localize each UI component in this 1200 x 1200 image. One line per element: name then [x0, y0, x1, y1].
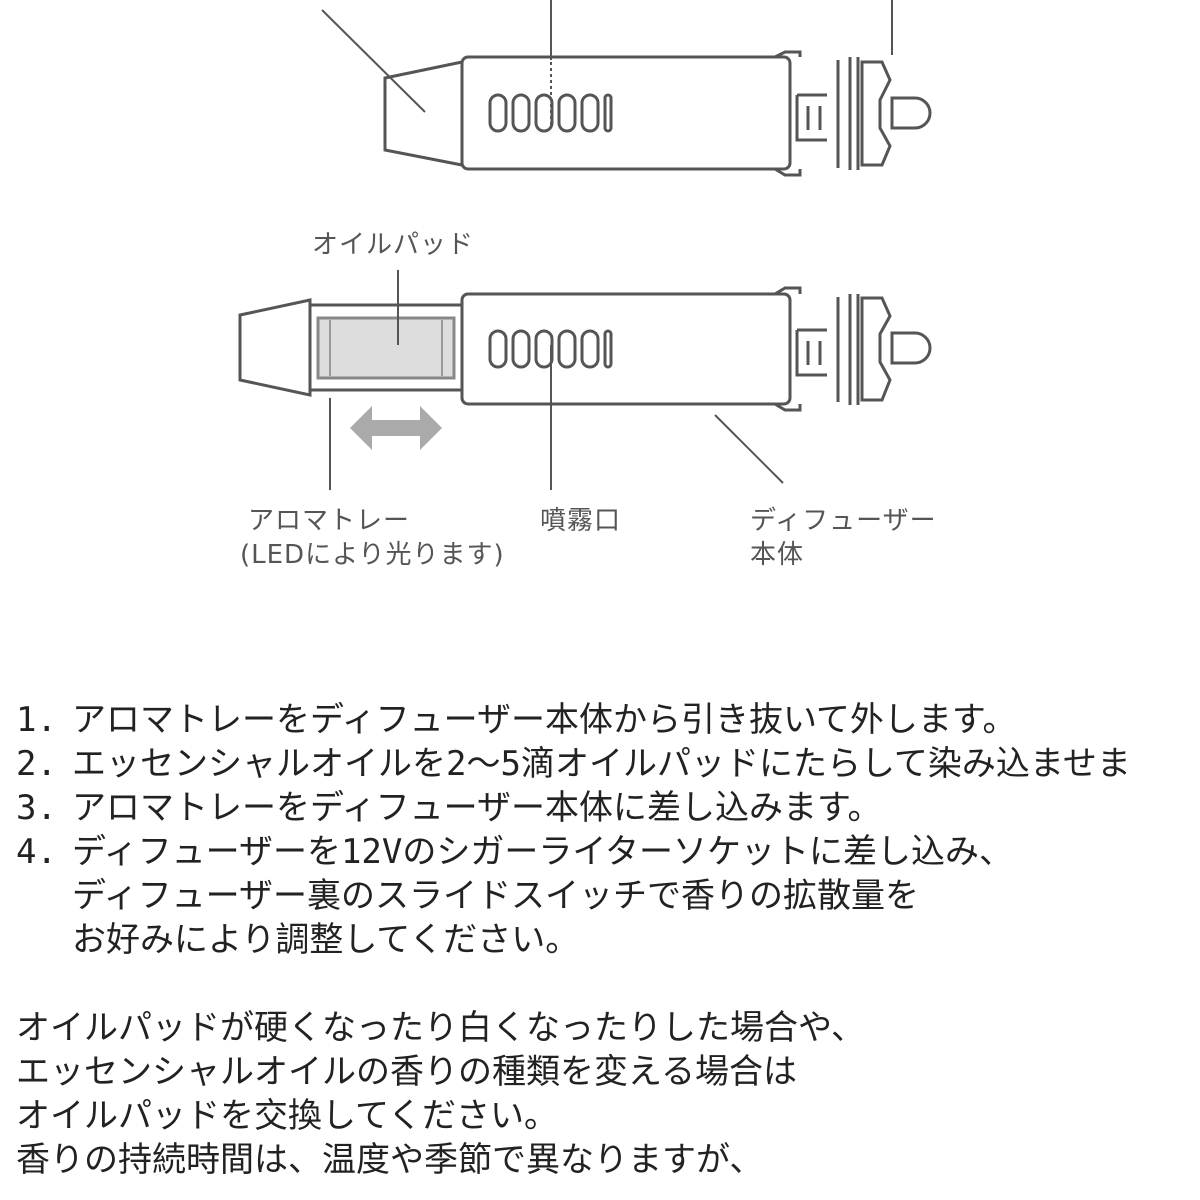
diffuser-assembled: [321, 0, 932, 177]
label-diffuser-body: 本体: [750, 540, 805, 570]
step-number: 2.: [16, 744, 57, 784]
diffuser-illustration: [238, 0, 932, 490]
slide-arrow-icon: [350, 406, 442, 450]
step-number: 3.: [16, 788, 57, 828]
oil-pad-shape: [316, 316, 456, 380]
step-text: アロマトレーをディフューザー本体に差し込みます。: [72, 788, 882, 828]
product-diagram: オイルパッド アロマトレー (LEDにより光ります) 噴霧口 ディフューザー 本…: [238, 0, 937, 570]
label-aroma-tray-note: (LEDにより光ります): [240, 540, 505, 570]
step-2: 2. エッセンシャルオイルを2〜5滴オイルパッドにたらして染み込ませま: [16, 742, 1200, 786]
step-number: 1.: [16, 700, 57, 740]
step-text: お好みにより調整してください。: [72, 920, 580, 960]
step-text: アロマトレーをディフューザー本体から引き抜いて外します。: [72, 700, 1017, 740]
label-vent: 噴霧口: [540, 506, 622, 536]
note-line: エッセンシャルオイルの香りの種類を変える場合は: [16, 1052, 797, 1092]
label-diffuser: ディフューザー: [750, 506, 937, 536]
notes: オイルパッドが硬くなったり白くなったりした場合や、 エッセンシャルオイルの香りの…: [16, 1006, 1200, 1182]
step-1: 1. アロマトレーをディフューザー本体から引き抜いて外します。: [16, 698, 1200, 742]
step-text: ディフューザー裏のスライドスイッチで香りの拡散量を: [72, 876, 919, 916]
step-4: 4. ディフューザーを12Vのシガーライターソケットに差し込み、 ディフューザー…: [16, 830, 1200, 962]
step-text: ディフューザーを12Vのシガーライターソケットに差し込み、: [72, 832, 1013, 872]
note-line: オイルパッドを交換してください。: [16, 1096, 558, 1136]
step-text: エッセンシャルオイルを2〜5滴オイルパッドにたらして染み込ませま: [72, 744, 1131, 784]
step-3: 3. アロマトレーをディフューザー本体に差し込みます。: [16, 786, 1200, 830]
diffuser-exploded: [238, 270, 932, 490]
note-line: 香りの持続時間は、温度や季節で異なりますが、: [16, 1140, 764, 1180]
step-number: 4.: [16, 832, 57, 872]
label-oil-pad: オイルパッド: [312, 230, 475, 260]
note-line: オイルパッドが硬くなったり白くなったりした場合や、: [16, 1008, 865, 1048]
label-aroma-tray: アロマトレー: [248, 506, 411, 536]
instructions: 1. アロマトレーをディフューザー本体から引き抜いて外します。 2. エッセンシ…: [16, 698, 1200, 1182]
